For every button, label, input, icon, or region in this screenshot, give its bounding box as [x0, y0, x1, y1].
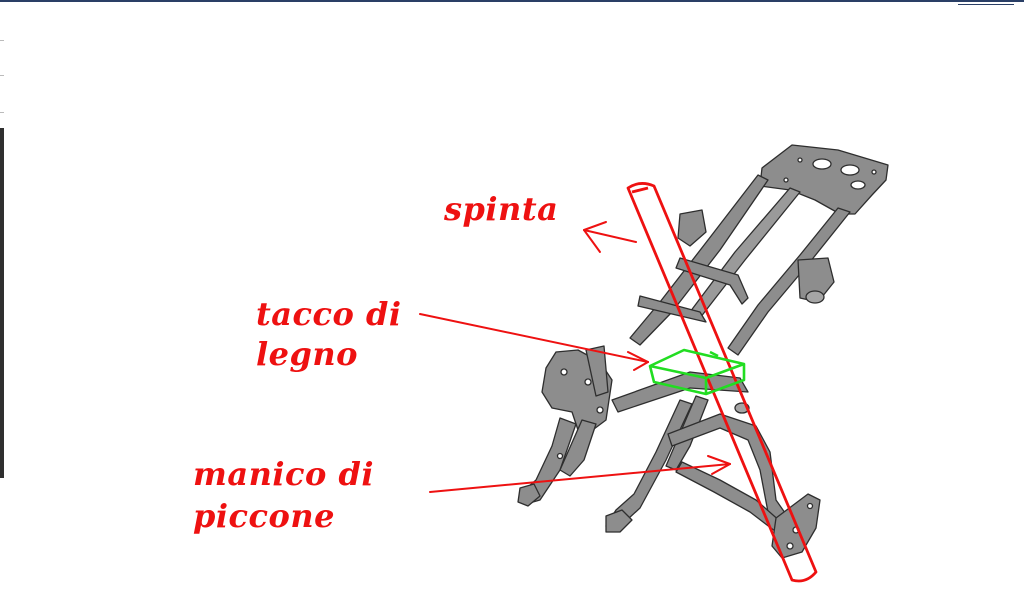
- frame-hole: [786, 542, 794, 550]
- left-edge-bar: [0, 128, 4, 478]
- frame-bracket: [797, 257, 835, 303]
- plate-hole: [840, 164, 860, 176]
- frame-crossbar: [675, 257, 749, 305]
- frame-hole: [596, 406, 604, 414]
- frame-end-tab: [517, 483, 541, 507]
- frame-hole: [560, 368, 568, 376]
- wood-block-label-line1: tacco di: [256, 295, 402, 333]
- corner-mark: [958, 0, 1014, 5]
- plate-hole: [850, 180, 866, 190]
- pick-handle-label-line1: manico di: [193, 455, 375, 493]
- top-border: [0, 0, 1024, 2]
- frame-leg-left2: [559, 419, 597, 477]
- frame-hole: [584, 378, 592, 386]
- pick-handle-label-line2: piccone: [193, 497, 335, 535]
- motorcycle-subframe: [517, 144, 889, 559]
- wood-block-leader: [419, 313, 649, 371]
- frame-bracket: [677, 209, 707, 247]
- pick-handle-leader: [429, 455, 731, 493]
- plate-bolt: [783, 177, 789, 183]
- plate-bolt: [797, 157, 803, 163]
- pick-handle-outline: [626, 182, 818, 583]
- left-edge-tick: [0, 40, 4, 41]
- frame-crossbar: [611, 371, 749, 413]
- push-arrow: [583, 221, 637, 253]
- plate-bolt: [871, 169, 877, 175]
- plate-hole: [812, 158, 832, 170]
- frame-bushing: [805, 290, 825, 304]
- frame-rail-right: [727, 207, 851, 356]
- wood-block-label-line2: legno: [256, 335, 358, 373]
- push-label: spinta: [444, 190, 559, 228]
- frame-end-tab: [605, 509, 633, 533]
- frame-crossbar: [637, 295, 707, 323]
- frame-side-tab: [585, 345, 609, 397]
- annotation-arrows: [419, 221, 731, 493]
- wood-block-outline: [648, 348, 746, 396]
- frame-hole: [806, 502, 814, 510]
- frame-hole: [556, 452, 564, 460]
- left-edge-tick: [0, 112, 4, 113]
- left-edge-tick: [0, 75, 4, 76]
